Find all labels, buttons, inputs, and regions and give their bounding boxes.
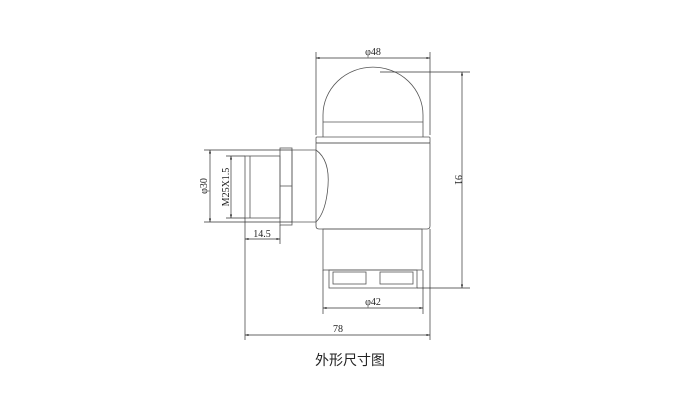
dim-height: 91 [452,175,463,185]
body [315,142,431,230]
dim-top-diameter: φ48 [365,47,381,58]
hex-nut [279,147,293,226]
dim-total-width: 78 [333,324,343,335]
thread-fitting [244,155,281,219]
side-boss [291,149,329,223]
dim-thread: M25X1.5 [221,168,232,207]
dome [322,66,424,137]
rim [315,136,431,144]
dim-thread-length: 14.5 [253,229,271,240]
dim-bottom-diameter: φ42 [365,297,381,308]
caption: 外形尺寸图 [315,353,385,369]
dim-fitting-diameter: φ30 [199,178,210,194]
lower-section [322,228,423,271]
device-outline [244,66,431,289]
dimension-lines [204,52,470,340]
connector-base [328,269,418,289]
